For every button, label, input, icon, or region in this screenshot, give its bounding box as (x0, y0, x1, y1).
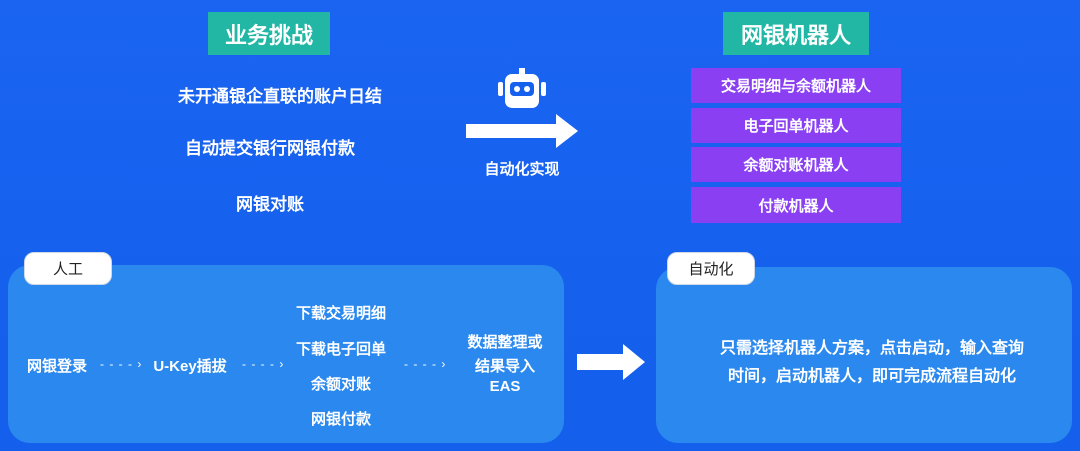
auto-description-line-1: 只需选择机器人方案，点击启动，输入查询 (719, 340, 1024, 357)
automation-label: 自动化实现 (484, 161, 560, 178)
auto-panel (656, 267, 1072, 443)
challenge-title: 业务挑战 (208, 12, 330, 55)
manual-task-2: 下载电子回单 (295, 341, 386, 358)
challenge-item-3: 网银对账 (236, 195, 304, 214)
manual-task-1: 下载交易明细 (295, 305, 386, 322)
manual-task-3: 余额对账 (310, 376, 371, 393)
manual-result-line-3: EAS (489, 378, 521, 395)
automation-arrow (466, 112, 578, 150)
robot-item-payment: 付款机器人 (691, 187, 901, 223)
dash-arrow-2: - - - - › (242, 357, 285, 371)
transition-arrow (577, 343, 645, 381)
robot-icon (496, 68, 548, 110)
manual-tag: 人工 (24, 252, 112, 285)
manual-task-4: 网银付款 (310, 411, 371, 428)
manual-step-login: 网银登录 (26, 358, 87, 375)
challenge-item-2: 自动提交银行网银付款 (185, 139, 355, 158)
auto-tag: 自动化 (667, 252, 755, 285)
challenge-item-1: 未开通银企直联的账户日结 (178, 87, 382, 106)
manual-panel (8, 265, 564, 443)
robots-title: 网银机器人 (723, 12, 869, 55)
manual-result-line-1: 数据整理或 (467, 334, 543, 351)
robot-item-reconcile: 余额对账机器人 (691, 147, 901, 182)
auto-description-line-2: 时间，启动机器人，即可完成流程自动化 (727, 368, 1016, 385)
robot-item-receipts: 电子回单机器人 (691, 108, 901, 143)
manual-result-line-2: 结果导入 (474, 358, 535, 375)
manual-step-ukey: U-Key插拔 (153, 358, 227, 375)
dash-arrow-1: - - - - › (100, 357, 143, 371)
robot-item-transactions: 交易明细与余额机器人 (691, 68, 901, 103)
dash-arrow-3: - - - - › (404, 357, 447, 371)
